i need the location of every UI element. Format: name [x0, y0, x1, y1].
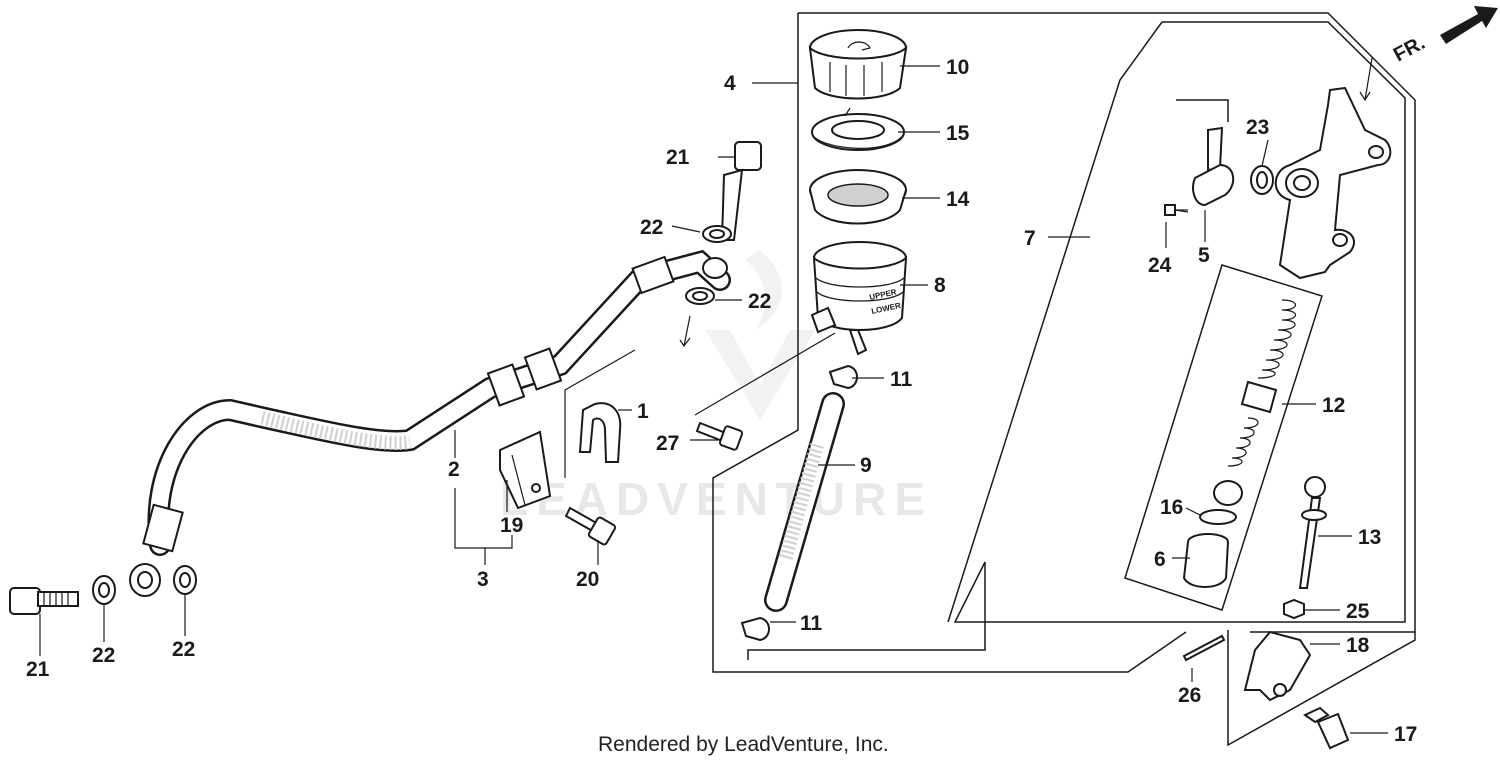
- hose-clip-lower: [740, 616, 770, 642]
- hose-clamp-1: [578, 402, 622, 463]
- hose-clamp-19: [499, 430, 552, 510]
- watermark-text: LEADVENTURE: [500, 473, 933, 525]
- banjo-bolt-lower: [9, 587, 79, 615]
- banjo-bolt-upper: [720, 141, 762, 241]
- callout-22-lower-2: 22: [172, 638, 195, 661]
- callout-21-upper: 21: [666, 146, 690, 169]
- callout-2: 2: [448, 458, 460, 481]
- callout-18: 18: [1346, 634, 1370, 657]
- sealing-washer-upper-1: [702, 225, 732, 243]
- callout-12: 12: [1322, 394, 1345, 417]
- primary-cup: [1240, 380, 1278, 414]
- front-direction-arrow: FR.: [1390, 6, 1498, 66]
- callout-15: 15: [946, 122, 970, 145]
- push-rod: [1298, 476, 1327, 589]
- joint-pin: [1303, 706, 1350, 750]
- piston-boot: [1182, 533, 1229, 588]
- assembly-outline-17: [1227, 630, 1416, 747]
- callout-22-lower-1: 22: [92, 644, 115, 667]
- callout-7: 7: [1024, 227, 1036, 250]
- sealing-washer-upper-2: [685, 287, 715, 305]
- leader-lines: [39, 65, 1388, 734]
- assembly-outline-4: [712, 12, 1416, 673]
- lock-nut: [1283, 598, 1305, 620]
- callout-4: 4: [724, 72, 736, 95]
- callout-8: 8: [934, 274, 946, 297]
- callout-5: 5: [1198, 244, 1210, 267]
- callout-11-upper: 11: [890, 368, 913, 391]
- arrow-indicator: [1359, 57, 1373, 102]
- callout-20: 20: [576, 568, 599, 591]
- front-direction-label: FR.: [1390, 32, 1429, 67]
- assembly-outline-7: [747, 21, 1406, 660]
- cotter-pin: [1182, 634, 1226, 662]
- callout-9: 9: [860, 454, 872, 477]
- clamp-guide-line: [564, 349, 636, 478]
- callout-22-upper-1: 22: [640, 216, 663, 239]
- push-rod-joint: [1243, 630, 1312, 702]
- sub-box-12: [1124, 264, 1323, 611]
- master-cylinder-body: [1274, 86, 1392, 280]
- bolt-20: [564, 506, 617, 546]
- callout-22-upper-2: 22: [748, 290, 771, 313]
- reservoir-tank: UPPER LOWER: [810, 241, 908, 356]
- callout-3: 3: [477, 568, 489, 591]
- callout-11-lower: 11: [800, 612, 823, 635]
- callout-24: 24: [1148, 254, 1172, 277]
- snap-ring: [1199, 509, 1237, 525]
- reservoir-cap: [808, 29, 908, 100]
- credit-text: Rendered by LeadVenture, Inc.: [598, 733, 889, 756]
- callout-21-lower: 21: [26, 658, 50, 681]
- arrow-indicator: [679, 315, 691, 348]
- callout-23: 23: [1246, 116, 1269, 139]
- callout-19: 19: [500, 514, 523, 537]
- brake-hose: [129, 249, 731, 597]
- callout-1: 1: [637, 400, 649, 423]
- connector-screw: [1164, 204, 1189, 216]
- callout-27: 27: [656, 432, 679, 455]
- return-spring: [1257, 299, 1297, 379]
- secondary-cup: [1213, 480, 1243, 506]
- watermark-logo: [705, 250, 815, 420]
- callout-17: 17: [1394, 723, 1417, 746]
- callout-labels: 4 10 15 14 8 11 9 11 27 21 22 22 1 2 19 …: [26, 56, 1417, 746]
- sealing-washer-lower-1: [92, 575, 116, 605]
- piston: [1227, 417, 1259, 467]
- inlet-connector: [1192, 126, 1235, 207]
- callout-25: 25: [1346, 600, 1370, 623]
- callout-13: 13: [1358, 526, 1381, 549]
- bolt-27: [695, 421, 744, 451]
- reservoir-diaphragm: [809, 169, 907, 225]
- callout-10: 10: [946, 56, 969, 79]
- hose-clip-upper: [828, 364, 858, 390]
- callout-6: 6: [1154, 548, 1166, 571]
- sub-box-5: [1176, 99, 1229, 122]
- callout-16: 16: [1160, 496, 1183, 519]
- callout-14: 14: [946, 188, 970, 211]
- o-ring: [1250, 165, 1274, 195]
- reservoir-hose: [764, 392, 845, 612]
- sealing-washer-lower-2: [173, 565, 197, 595]
- reservoir-plate: [811, 107, 905, 151]
- callout-26: 26: [1178, 684, 1201, 707]
